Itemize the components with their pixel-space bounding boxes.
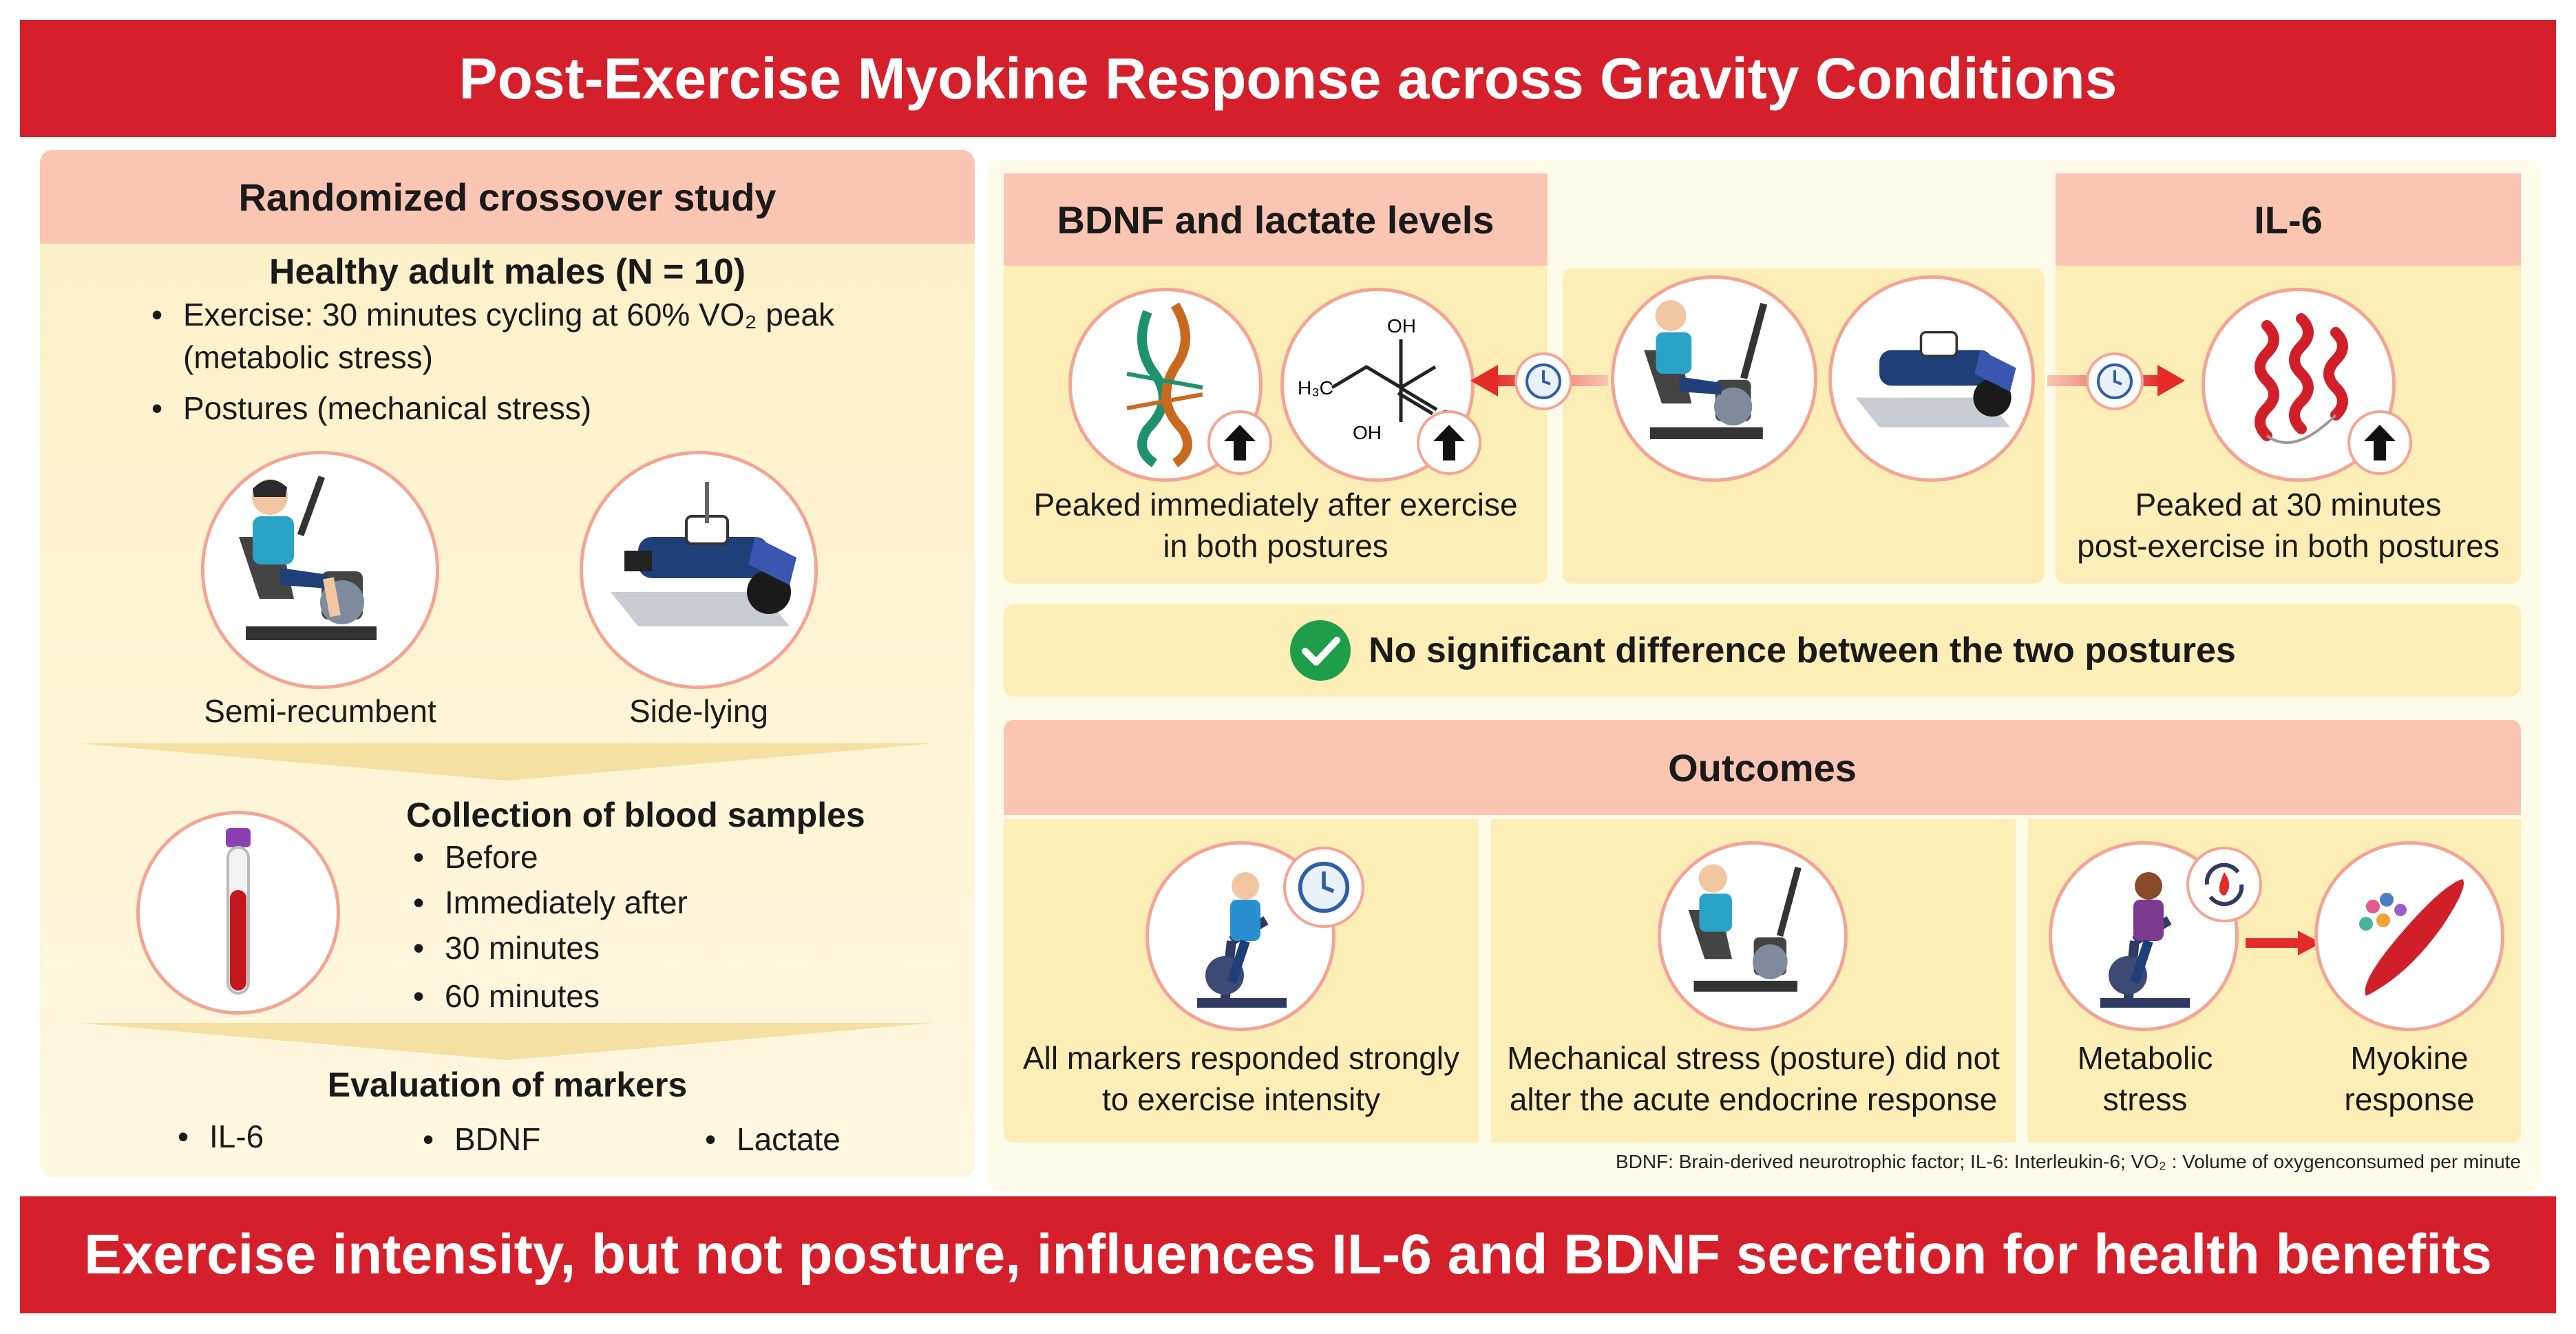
outcome2-line1: Mechanical stress (posture) did not [1507, 1040, 2000, 1076]
collection-title: Collection of blood samples [406, 796, 865, 834]
no-difference-text: No significant difference between the tw… [1369, 631, 2236, 670]
chevron-divider-2 [80, 1023, 933, 1060]
ch3-label: H₃C [1298, 377, 1333, 399]
clock-icon-outcome [1283, 847, 1364, 928]
check-icon [1290, 620, 1351, 681]
il6-result-line1: Peaked at 30 minutes [2135, 487, 2442, 522]
postures-bullet: Postures (mechanical stress) [151, 388, 909, 430]
exercise-bullet-cont: (metabolic stress) [183, 339, 433, 375]
timepoint-immediately: Immediately after [413, 882, 895, 924]
marker-il6: IL-6 [178, 1116, 384, 1158]
study-design-header: Randomized crossover study [40, 150, 975, 244]
outcome3b-line2: response [2344, 1081, 2475, 1117]
arrow-up-icon-lactate [1417, 410, 1481, 475]
clock-icon-right [2086, 352, 2144, 410]
il6-header: IL-6 [2056, 173, 2521, 266]
outcome1-line2: to exercise intensity [1102, 1081, 1380, 1117]
markers-title: Evaluation of markers [327, 1066, 688, 1104]
muscle-icon [2314, 841, 2504, 1031]
subjects-label: Healthy adult males (N = 10) [268, 252, 746, 292]
semi-recumbent-label: Semi-recumbent [204, 693, 436, 729]
outcome2-line2: alter the acute endocrine response [1509, 1081, 1998, 1117]
outcome1-line1: All markers responded strongly [1022, 1040, 1460, 1076]
bdnf-result-line2: in both postures [1163, 528, 1389, 564]
il6-result-line2: post-exercise in both postures [2077, 528, 2500, 564]
arrow-up-icon-il6 [2347, 410, 2412, 475]
bdnf-header: BDNF and lactate levels [1004, 173, 1548, 266]
no-difference-bar: No significant difference between the tw… [1004, 604, 2521, 697]
outcome3a-line2: stress [2102, 1081, 2188, 1117]
side-lying-icon [580, 451, 818, 689]
arrow-up-icon-bdnf [1207, 410, 1272, 475]
upright-bike-icon-2 [2049, 841, 2239, 1031]
chevron-divider-1 [80, 743, 933, 781]
title-banner: Post-Exercise Myokine Response across Gr… [20, 20, 2556, 137]
lactate-molecule-icon: H₃C OH OH O [1280, 288, 1475, 482]
semi-recumbent-icon-small [1611, 275, 1817, 482]
abbreviation-footnote: BDNF: Brain-derived neurotrophic factor;… [1615, 1151, 2521, 1172]
oh-label-2: OH [1353, 422, 1382, 443]
oh-label-1: OH [1387, 315, 1416, 337]
marker-lactate: Lactate [705, 1119, 932, 1161]
timepoint-before: Before [413, 837, 895, 878]
blood-tube-icon [136, 811, 340, 1015]
outcomes-header: Outcomes [1004, 720, 2521, 815]
side-lying-label: Side-lying [629, 693, 768, 729]
bdnf-result-line1: Peaked immediately after exercise [1033, 487, 1518, 522]
metabolic-cycle-icon [2186, 847, 2262, 922]
timepoint-60min: 60 minutes [413, 976, 895, 1017]
conclusion-banner: Exercise intensity, but not posture, inf… [20, 1196, 2556, 1313]
outcome3a-line1: Metabolic [2077, 1040, 2213, 1076]
arrow-right-outcome-icon [2246, 931, 2321, 955]
clock-icon-left [1514, 352, 1572, 410]
marker-bdnf: BDNF [423, 1119, 629, 1161]
semi-recumbent-icon-outcome [1658, 841, 1848, 1031]
timepoint-30min: 30 minutes [413, 928, 895, 969]
exercise-bullet: Exercise: 30 minutes cycling at 60% VO₂ … [151, 295, 950, 336]
semi-recumbent-icon [201, 451, 439, 689]
side-lying-icon-small [1828, 275, 2035, 482]
outcome3b-line1: Myokine [2350, 1040, 2469, 1076]
